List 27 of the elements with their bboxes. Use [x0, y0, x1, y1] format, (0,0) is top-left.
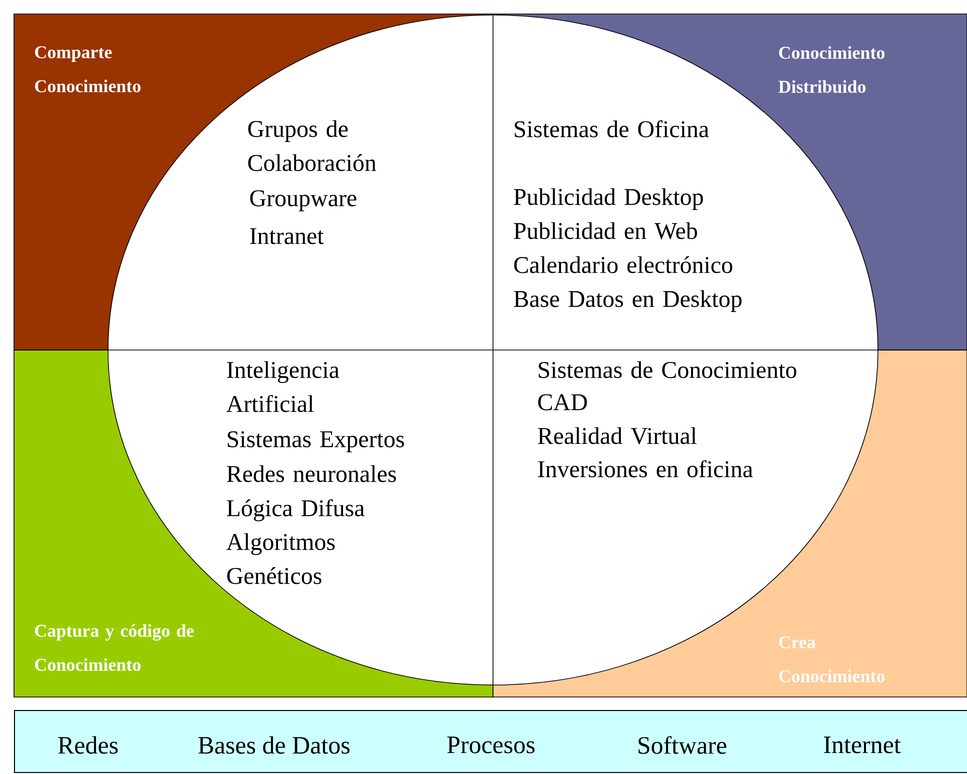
list-item: Algoritmos Genéticos — [226, 533, 335, 584]
list-item: Grupos de Colaboración — [248, 120, 376, 172]
list-item: Sistemas de Oficina — [514, 120, 709, 138]
band-label: Software — [638, 736, 726, 754]
band-label: Redes — [58, 736, 118, 754]
list-item: Redes neuronales — [226, 465, 396, 482]
band-label: Bases de Datos — [198, 736, 350, 754]
quadrant-heading: Conocimiento Distribuido — [778, 46, 884, 93]
quadrant-heading: Captura y código de Conocimiento — [35, 624, 194, 671]
list-item: Sistemas de Conocimiento — [538, 361, 796, 378]
list-item: Base Datos en Desktop — [514, 290, 742, 312]
quadrant-heading: Crea Conocimiento — [779, 636, 884, 682]
list-item: CAD — [538, 394, 587, 410]
list-item: Publicidad en Web — [514, 222, 698, 240]
list-item: Groupware — [250, 190, 356, 212]
band-label: Internet — [824, 736, 901, 754]
list-item: Inversiones en oficina — [538, 460, 753, 478]
technology-band — [14, 710, 967, 773]
list-item: Intranet — [250, 228, 324, 244]
band-label: Procesos — [447, 736, 535, 754]
list-item: Sistemas Expertos — [228, 431, 404, 452]
list-item: Calendario electrónico — [514, 256, 732, 274]
list-item: Publicidad Desktop — [514, 188, 703, 210]
list-item: Lógica Difusa — [226, 499, 364, 522]
list-item: Realidad Virtual — [538, 427, 697, 444]
list-item: Inteligencia Artificial — [226, 361, 340, 412]
quadrant-heading: Comparte Conocimiento — [35, 46, 140, 92]
